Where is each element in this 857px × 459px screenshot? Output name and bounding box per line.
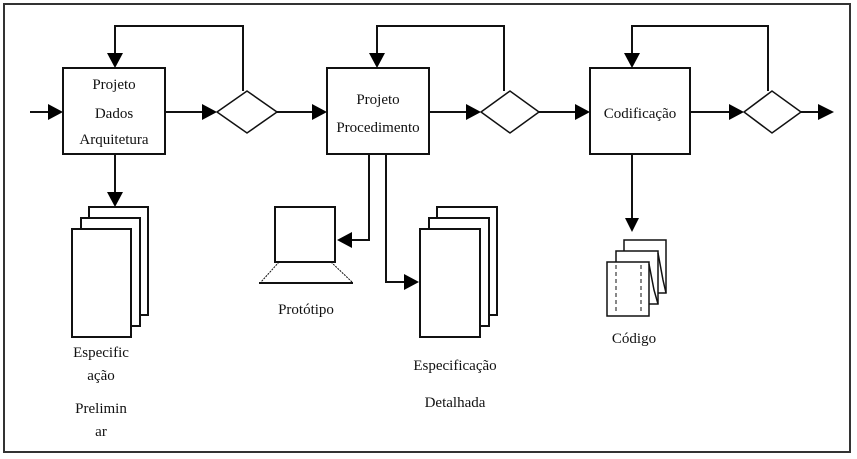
feedback-arrow-icon (369, 53, 385, 68)
stage-3-line-1: Codificação (604, 106, 676, 122)
detailed-spec-documents-icon (419, 206, 498, 338)
down-arrow-icon (625, 218, 639, 232)
stage-2-line-1: Projeto (356, 92, 399, 108)
stage-box-projeto-procedimento[interactable] (326, 67, 430, 155)
arrow-icon (312, 104, 327, 120)
preliminary-spec-line-3: Prelimin (75, 401, 127, 417)
stage-1-line-1: Projeto (92, 77, 135, 93)
feedback-loop-3 (631, 25, 769, 91)
exit-arrow-icon (818, 104, 834, 120)
stage-1-line-2: Dados (95, 106, 133, 122)
stage-2-to-detailed-spec-line (385, 154, 408, 283)
feedback-arrow-icon (624, 53, 640, 68)
entry-arrow-icon (48, 104, 63, 120)
stage-1-line-3: Arquitetura (79, 132, 148, 148)
diagram-frame (3, 3, 851, 453)
preliminary-spec-documents-icon (71, 206, 149, 338)
stage-2-to-prototype-line (350, 154, 370, 241)
decision-diamond-1[interactable] (215, 90, 279, 134)
feedback-loop-2 (376, 25, 505, 91)
feedback-arrow-icon (107, 53, 123, 68)
stage-box-codificacao[interactable] (589, 67, 691, 155)
preliminary-spec-line-4: ar (95, 424, 107, 440)
preliminary-spec-line-2: ação (87, 368, 114, 384)
detailed-spec-line-1: Especificação (413, 358, 496, 374)
decision-diamond-2[interactable] (479, 90, 541, 134)
detailed-spec-line-2: Detalhada (425, 395, 486, 411)
code-listing-icon (606, 239, 667, 317)
arrow-icon (575, 104, 590, 120)
feedback-loop-1 (114, 25, 244, 91)
stage-2-line-2: Procedimento (336, 120, 419, 136)
right-arrow-icon (404, 274, 419, 290)
prototype-computer-icon (259, 206, 353, 284)
code-label: Código (612, 331, 656, 347)
down-arrow-icon (107, 192, 123, 207)
decision-diamond-3[interactable] (742, 90, 803, 134)
left-arrow-icon (337, 232, 352, 248)
arrow-icon (466, 104, 481, 120)
arrow-icon (729, 104, 744, 120)
stage-box-projeto-dados-arquitetura[interactable] (62, 67, 166, 155)
arrow-icon (202, 104, 217, 120)
preliminary-spec-line-1: Especific (73, 345, 129, 361)
prototype-label: Protótipo (278, 302, 334, 318)
